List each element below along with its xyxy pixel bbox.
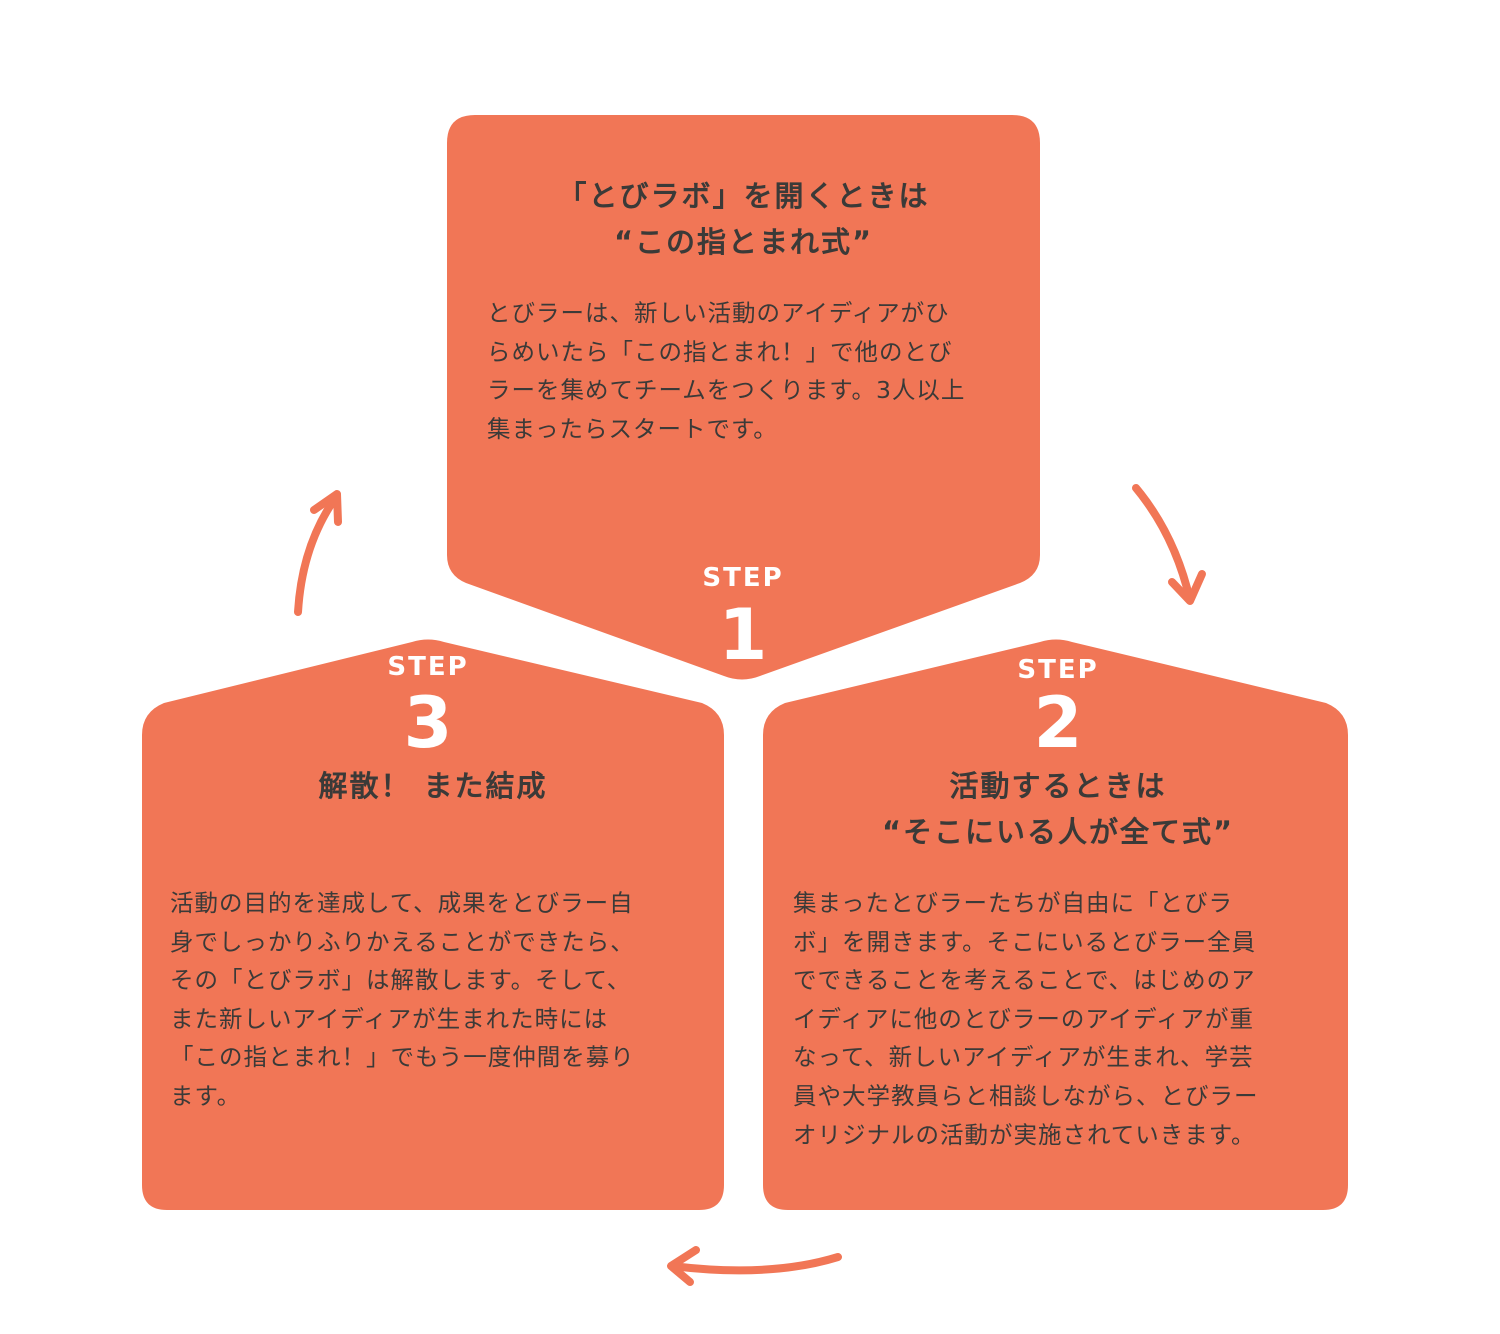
body-line: また新しいアイディアが生まれた時には <box>170 1004 609 1033</box>
step2-number: 2 <box>1033 682 1083 764</box>
body-line: 集まったとびラーたちが自由に「とびラ <box>793 889 1234 917</box>
body-line: らめいたら「この指とまれ！」で他のとび <box>487 337 953 366</box>
arrow-step2-to-step3-icon <box>667 1246 842 1286</box>
body-line: なって、新しいアイディアが生まれ、学芸 <box>793 1043 1254 1072</box>
step3-number: 3 <box>403 682 453 764</box>
step2-label: STEP <box>1017 655 1099 685</box>
arrow-step1-to-step2-icon <box>1132 484 1206 605</box>
body-line: ボ」を開きます。そこにいるとびラー全員 <box>793 927 1257 956</box>
arrow-step3-to-step1-icon <box>294 490 342 616</box>
step3-title-line: 解散！ また結成 <box>318 769 548 803</box>
body-line: 身でしっかりふりかえることができたら、 <box>170 927 635 956</box>
step1-label: STEP <box>702 563 784 593</box>
body-line: 活動の目的を達成して、成果をとびラー自 <box>170 889 634 917</box>
body-line: 集まったらスタートです。 <box>487 414 778 443</box>
step2-panel <box>763 639 1348 1210</box>
step1-panel <box>447 115 1040 680</box>
step1-title-line: 「とびラボ」を開くときは <box>557 179 930 213</box>
body-line: イディアに他のとびラーのアイディアが重 <box>793 1004 1255 1033</box>
step3-title: 解散！ また結成 <box>142 763 724 809</box>
step2-title-line: 活動するときは <box>949 769 1167 803</box>
step3-panel <box>142 639 724 1210</box>
step1-title: 「とびラボ」を開くときは “この指とまれ式” <box>447 173 1040 265</box>
step1-body: とびラーは、新しい活動のアイディアがひ らめいたら「この指とまれ！」で他のとび … <box>487 294 965 448</box>
body-line: ラーを集めてチームをつくります。3人以上 <box>487 376 966 405</box>
step2-body: 集まったとびラーたちが自由に「とびラ ボ」を開きます。そこにいるとびラー全員 で… <box>793 884 1259 1154</box>
body-line: 「この指とまれ！」でもう一度仲間を募り <box>170 1043 635 1072</box>
step3-label: STEP <box>387 652 469 682</box>
body-line: オリジナルの活動が実施されていきます。 <box>793 1120 1256 1149</box>
body-line: 員や大学教員らと相談しながら、とびラー <box>793 1081 1259 1110</box>
step2-title-line: “そこにいる人が全て式” <box>881 815 1235 849</box>
step1-number: 1 <box>718 594 768 676</box>
step2-title: 活動するときは “そこにいる人が全て式” <box>763 763 1353 855</box>
body-line: とびラーは、新しい活動のアイディアがひ <box>487 299 950 327</box>
step1-title-line: “この指とまれ式” <box>613 225 874 259</box>
step3-body: 活動の目的を達成して、成果をとびラー自 身でしっかりふりかえることができたら、 … <box>170 884 635 1116</box>
body-line: その「とびラボ」は解散します。そして、 <box>170 966 632 995</box>
body-line: でできることを考えることで、はじめのア <box>793 966 1256 995</box>
body-line: ます。 <box>170 1081 242 1110</box>
